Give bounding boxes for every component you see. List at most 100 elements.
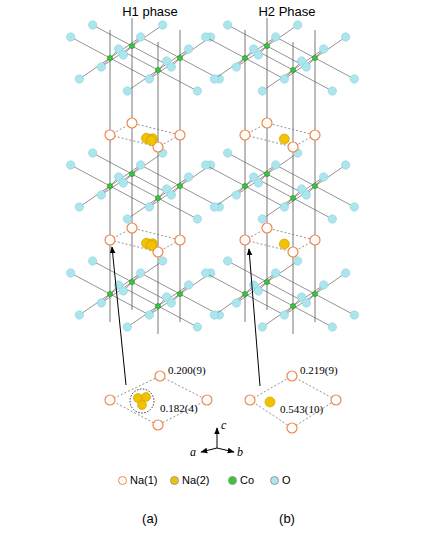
oxygen-atom: [123, 323, 131, 331]
na1-atom: [288, 142, 298, 152]
cell-plane: [245, 123, 315, 147]
co-o-bond: [276, 165, 315, 186]
cell-edge: [315, 30, 316, 322]
co-o-bond: [267, 25, 298, 46]
oxygen-atom: [280, 311, 288, 319]
oxygen-atom: [223, 149, 231, 157]
cobalt-atom: [264, 43, 269, 48]
co-o-bond: [71, 165, 110, 186]
sodium-layer: [240, 223, 320, 257]
na2-atom: [146, 241, 156, 251]
oxygen-atom: [123, 215, 131, 223]
na1-atom: [127, 223, 137, 233]
coo2-layer: [201, 21, 358, 95]
na1-atom: [240, 235, 250, 245]
oxygen-atom: [223, 257, 231, 265]
co-o-bond: [132, 46, 171, 67]
pointer-arrow: [112, 247, 126, 385]
co-o-bond: [158, 306, 197, 327]
oxygen-atom: [66, 161, 74, 169]
na1-atom: [105, 130, 115, 140]
oxygen-atom: [167, 299, 175, 307]
unit-cell: [245, 18, 315, 334]
oxygen-atom: [254, 51, 262, 59]
oxygen-atom: [350, 75, 358, 83]
na1-atom: [287, 371, 297, 381]
oxygen-atom: [75, 75, 83, 83]
oxygen-atom: [210, 75, 218, 83]
na1-atom: [155, 371, 165, 381]
panel-title: H2 Phase: [258, 5, 315, 19]
na1-atom: [310, 235, 320, 245]
na1-atom: [105, 395, 115, 405]
oxygen-atom: [97, 191, 105, 199]
co-o-bond: [93, 261, 132, 282]
oxygen-atom: [302, 299, 310, 307]
oxygen-atom: [280, 75, 288, 83]
co-o-bond: [119, 49, 158, 70]
legend-item: Na(1): [118, 474, 158, 486]
na1-atom: [105, 235, 115, 245]
oxygen-atom: [271, 269, 279, 277]
oxygen-atom: [293, 257, 301, 265]
oxygen-atom: [341, 161, 349, 169]
cobalt-atom: [264, 279, 269, 284]
oxygen-atom: [319, 281, 327, 289]
co-o-bond: [132, 25, 163, 46]
cobalt-atom: [312, 183, 317, 188]
co-o-bond: [93, 153, 132, 174]
distance-value: 0.543(10): [280, 403, 323, 415]
oxygen-atom: [167, 191, 175, 199]
oxygen-atom: [232, 191, 240, 199]
oxygen-atom: [328, 323, 336, 331]
oxygen-atom: [184, 45, 192, 53]
cell-edge: [180, 30, 181, 322]
axis-arrow: [217, 448, 234, 452]
legend-swatch: [270, 476, 279, 485]
axis-label: a: [190, 446, 196, 459]
sodium-layer: [105, 223, 185, 257]
oxygen-atom: [193, 87, 201, 95]
oxygen-atom: [88, 257, 96, 265]
co-o-bond: [206, 37, 245, 58]
distance-value: 0.219(9): [300, 364, 338, 376]
axis-label: c: [221, 419, 226, 432]
oxygen-atom: [232, 299, 240, 307]
oxygen-atom: [119, 179, 127, 187]
cobalt-atom: [290, 67, 295, 72]
co-o-bond: [276, 273, 315, 294]
axis-arrow: [201, 448, 217, 452]
co-o-bond: [228, 153, 267, 174]
oxygen-atom: [254, 287, 262, 295]
na1-atom: [331, 395, 341, 405]
sodium-layer: [105, 118, 185, 152]
na1-atom: [175, 235, 185, 245]
na2-atom: [138, 401, 147, 410]
na1-atom: [288, 247, 298, 257]
co-o-bond: [79, 58, 110, 79]
oxygen-atom: [145, 203, 153, 211]
oxygen-atom: [75, 311, 83, 319]
co-o-bond: [293, 198, 332, 219]
cobalt-atom: [107, 291, 112, 296]
oxygen-atom: [210, 203, 218, 211]
co-o-bond: [315, 165, 346, 186]
na1-atom: [262, 223, 272, 233]
coo2-layer: [201, 149, 358, 223]
cobalt-atom: [129, 279, 134, 284]
co-o-bond: [132, 153, 163, 174]
co-o-bond: [132, 174, 171, 195]
na2-atom: [146, 136, 156, 146]
oxygen-atom: [201, 161, 209, 169]
cell-plane: [110, 123, 180, 147]
na1-atom: [287, 423, 297, 433]
co-o-bond: [293, 306, 332, 327]
oxygen-atom: [193, 215, 201, 223]
co-o-bond: [262, 70, 293, 91]
co-o-bond: [228, 261, 267, 282]
co-o-bond: [214, 294, 245, 315]
cobalt-atom: [177, 291, 182, 296]
na1-atom: [310, 130, 320, 140]
oxygen-atom: [319, 45, 327, 53]
unit-cell: [110, 18, 180, 334]
